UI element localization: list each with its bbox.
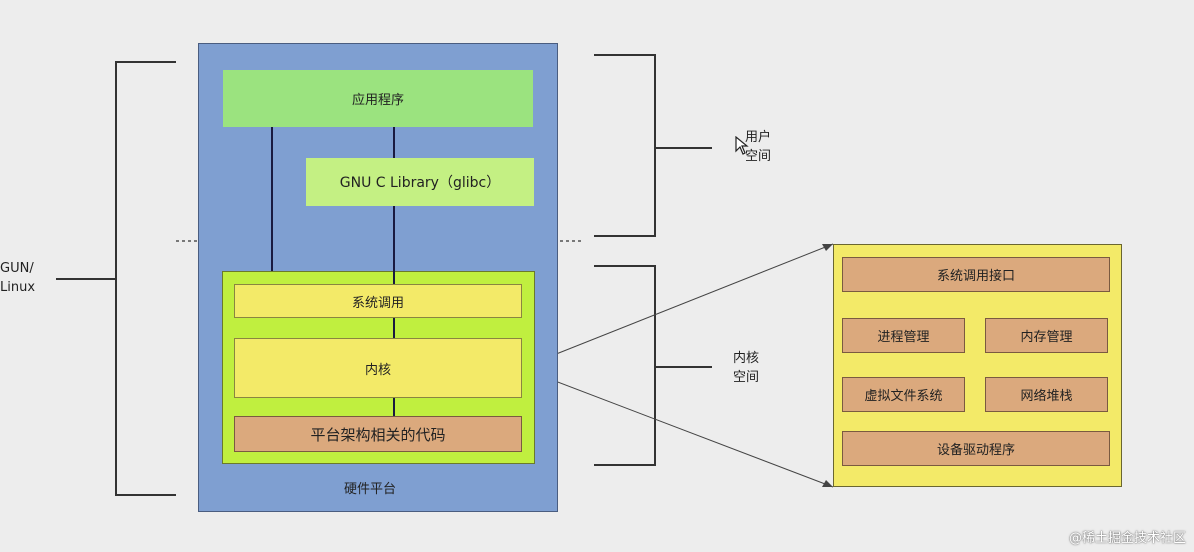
watermark: @稀土掘金技术社区 bbox=[1068, 531, 1186, 546]
gnu-linux-line1: GUN/ bbox=[0, 261, 34, 276]
syscall-interface-box: 系统调用接口 bbox=[842, 257, 1110, 292]
device-drivers-box: 设备驱动程序 bbox=[842, 431, 1110, 466]
vfs-box: 虚拟文件系统 bbox=[842, 377, 965, 412]
arch-code-box: 平台架构相关的代码 bbox=[234, 416, 522, 452]
kernel-space-line1: 内核 bbox=[733, 351, 760, 366]
kernel-space-label: 内核 空间 bbox=[733, 349, 759, 387]
application-box: 应用程序 bbox=[223, 70, 533, 127]
user-space-line2: 空间 bbox=[745, 149, 772, 164]
user-space-label: 用户 空间 bbox=[745, 128, 771, 166]
mouse-cursor-icon bbox=[735, 136, 749, 155]
network-stack-box: 网络堆栈 bbox=[985, 377, 1108, 412]
gnu-linux-line2: Linux bbox=[0, 280, 36, 295]
process-mgmt-box: 进程管理 bbox=[842, 318, 965, 353]
kernel-box: 内核 bbox=[234, 338, 522, 398]
memory-mgmt-box: 内存管理 bbox=[985, 318, 1108, 353]
hardware-platform-label: 硬件平台 bbox=[344, 482, 397, 497]
gnu-linux-label: GUN/ Linux bbox=[0, 259, 35, 297]
glibc-box: GNU C Library（glibc） bbox=[306, 158, 534, 206]
syscall-box: 系统调用 bbox=[234, 284, 522, 318]
kernel-space-line2: 空间 bbox=[733, 370, 760, 385]
user-space-line1: 用户 bbox=[745, 130, 772, 145]
